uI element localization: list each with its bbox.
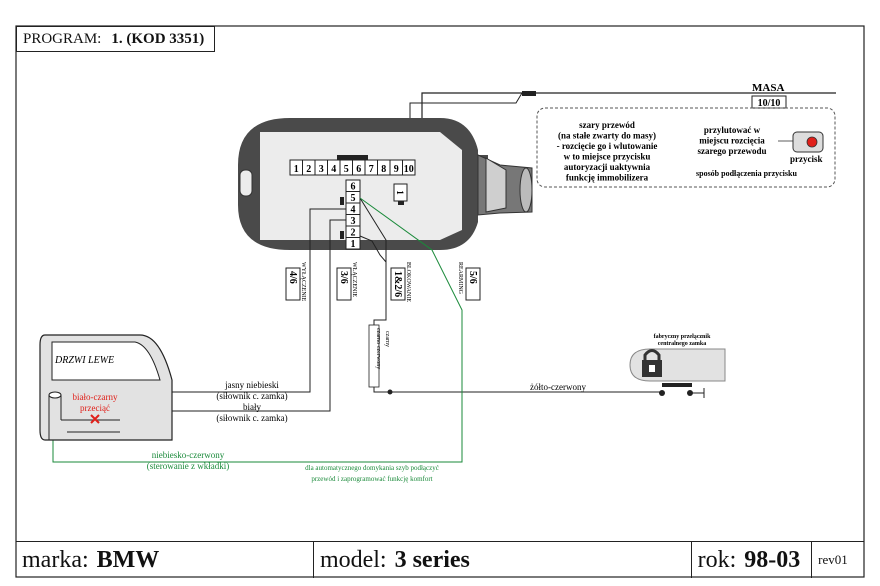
program-box: PROGRAM: 1. (KOD 3351) (16, 26, 216, 52)
wire-vertical-2: czarny (384, 331, 390, 347)
output-pin-box (336, 267, 352, 301)
note-left-line: - rozcięcie go i wlutowanie (557, 141, 658, 151)
door-title: DRZWI LEWE (54, 355, 114, 366)
note-right-line: przylutować w (704, 125, 761, 135)
connector-top-pin-label: 3 (319, 164, 324, 175)
connector-top-pin-label: 2 (306, 164, 311, 175)
comfort-note-1: dla automatycznego domykania szyb podłąc… (305, 464, 439, 472)
footer-rev: rev01 (812, 542, 864, 578)
note-right-line: miejscu rozcięcia (699, 136, 765, 146)
make-label: marka: (22, 546, 89, 573)
output-pin: 4/6 (287, 271, 298, 284)
wire-blue-red-note: (sterowanie z wkładki) (147, 461, 229, 471)
connector-top-pin-label: 7 (369, 164, 374, 175)
wire-white-note: (siłownik c. zamka) (216, 413, 287, 423)
note-left-line: funkcję immobilizera (566, 173, 649, 183)
output-name: WŁĄCZENIE (351, 262, 357, 297)
year-value: 98-03 (744, 546, 801, 573)
wire-yellow-red: żółto-czerwony (530, 382, 586, 392)
wire-vertical-1: czarno-czerwony (375, 328, 381, 369)
door-lewe: DRZWI LEWE biało-czarny przeciąć (39, 334, 173, 441)
note-left-line: szary przewód (579, 120, 635, 130)
model-value: 3 series (394, 546, 470, 573)
footer-model: model: 3 series (314, 542, 692, 578)
wire-blue-red: niebiesko-czerwony (152, 450, 225, 460)
year-label: rok: (697, 546, 737, 573)
lock-switch-label-1: fabryczny przełącznik (654, 334, 711, 340)
connector-top-pin-label: 8 (381, 164, 386, 175)
note-left-line: w to miejsce przycisku (564, 152, 651, 162)
footer: marka: BMW model: 3 series rok: 98-03 re… (16, 541, 864, 578)
padlock-icon (642, 349, 662, 377)
connector-side-pin-label: 2 (351, 228, 356, 239)
small-pin-1: 1 (395, 190, 405, 195)
lock-switch-label-2: centralnego zamka (658, 341, 707, 347)
output-name: BLOKOWANIE (405, 262, 411, 302)
button-icon (778, 131, 824, 153)
output-pin-box (465, 267, 481, 301)
output-name: REARMING (457, 262, 463, 295)
connector-top-pin-label: 6 (356, 164, 361, 175)
connector-side-pin-label: 4 (351, 205, 356, 216)
factory-lock-switch: fabryczny przełącznik centralnego zamka (629, 334, 726, 398)
model-label: model: (319, 546, 387, 573)
connector-side-pin-label: 5 (351, 193, 356, 204)
output-name: WYŁĄCZENIE (300, 262, 306, 302)
connector-top-pin-label: 5 (344, 164, 349, 175)
cut-mark-icon (90, 414, 100, 424)
note-left-line: (na stałe zwarty do masy) (558, 131, 656, 141)
connector-side-pin-label: 6 (351, 182, 356, 193)
switch-label-1: biało-czarny (73, 392, 118, 402)
connector-top-pin-label: 1 (294, 164, 299, 175)
wire-light-blue: jasny niebieski (224, 380, 279, 390)
connector-top-pin (402, 159, 416, 176)
comfort-note-2: przewód i zaprogramować funkcję komfort (311, 475, 432, 483)
note-right-line: szarego przewodu (697, 146, 766, 156)
wire-white: biały (243, 402, 261, 412)
note-caption: sposób podłączenia przycisku (696, 169, 797, 178)
ground-label: MASA (752, 82, 784, 94)
connector-side-pin-label: 3 (351, 216, 356, 227)
program-label: PROGRAM: (23, 30, 102, 47)
output-pin: 3/6 (338, 271, 349, 284)
page-frame (15, 25, 865, 578)
button-label: przycisk (790, 154, 823, 164)
output-pin-box (285, 267, 301, 301)
button-note: szary przewód(na stałe zwarty do masy)- … (536, 107, 836, 188)
switch-label-2: przeciąć (80, 403, 110, 413)
connector-small: 1 (393, 183, 408, 205)
program-value: 1. (KOD 3351) (111, 30, 205, 47)
connector-top-pin-label: 10 (404, 164, 414, 175)
connector-top-pin-label: 9 (394, 164, 399, 175)
rev-value: rev01 (818, 552, 848, 567)
footer-make: marka: BMW (16, 542, 314, 578)
wire-label-vertical: czarno-czerwony czarny (368, 324, 390, 388)
make-value: BMW (96, 546, 160, 573)
ground-pin: 10/10 (758, 98, 781, 109)
note-left-line: autoryzacji uaktywnia (564, 162, 651, 172)
output-pin: 1&2/6 (392, 271, 403, 297)
door-wire-labels: jasny niebieski (siłownik c. zamka) biał… (147, 380, 587, 483)
connector-side-pin-label: 1 (351, 239, 356, 250)
output-pin-box (390, 267, 406, 301)
harness-wires (52, 197, 660, 463)
output-pin: 5/6 (467, 271, 478, 284)
footer-year: rok: 98-03 (692, 542, 813, 578)
alarm-module (238, 118, 533, 250)
wire-light-blue-note: (siłownik c. zamka) (216, 391, 287, 401)
connector-side-pin (345, 237, 361, 250)
connector-top-pin-label: 4 (331, 164, 336, 175)
